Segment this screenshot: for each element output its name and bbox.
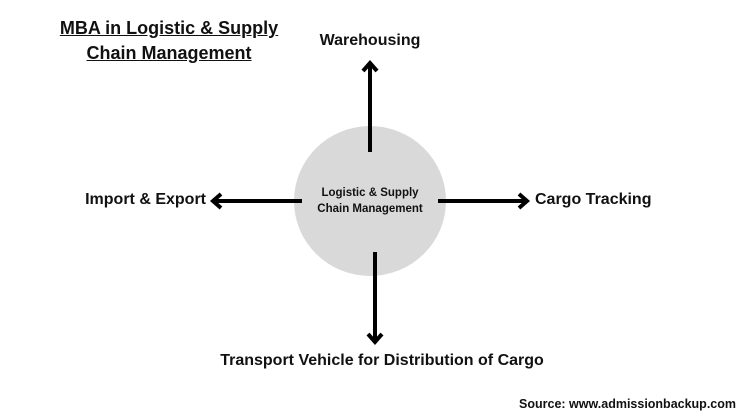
- arrow-up: [361, 59, 379, 152]
- title-line-1: MBA in Logistic & Supply: [59, 18, 279, 38]
- title-line-2: Chain Management: [86, 43, 252, 63]
- center-label-line-1: Logistic & Supply: [321, 187, 419, 199]
- branch-cargo-tracking: Cargo Tracking: [535, 191, 652, 208]
- arrow-right-head: [517, 192, 531, 210]
- arrow-down: [366, 252, 384, 346]
- branch-import-export: Import & Export: [85, 191, 206, 208]
- arrow-right: [438, 192, 531, 210]
- arrow-down-head: [366, 332, 384, 346]
- branch-warehousing: Warehousing: [319, 32, 421, 49]
- diagram-title: MBA in Logistic & Supply Chain Managemen…: [44, 16, 294, 66]
- branch-transport-vehicle: Transport Vehicle for Distribution of Ca…: [220, 352, 544, 369]
- arrow-left-head: [209, 192, 223, 210]
- center-label-line-2: Chain Management: [317, 203, 423, 215]
- arrow-left: [209, 192, 302, 210]
- arrow-up-head: [361, 59, 379, 73]
- center-node-label: Logistic & Supply Chain Management: [294, 185, 446, 217]
- source-credit: Source: www.admissionbackup.com: [519, 397, 736, 411]
